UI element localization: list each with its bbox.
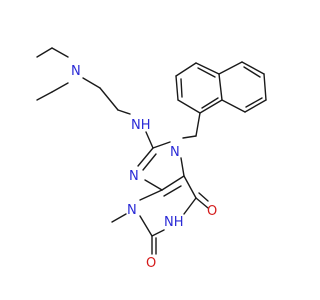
bond-n3-methyl <box>111 213 127 223</box>
bond-ch2-naph <box>195 112 201 137</box>
bond-c6-o6-b <box>198 192 209 202</box>
bond-c8-n7 <box>152 141 171 149</box>
bond-naph-d3 <box>201 97 219 109</box>
bond-n7-c5 <box>180 157 185 177</box>
bond-c4-n9 <box>144 179 163 191</box>
atom-n9: N <box>129 169 139 184</box>
naphthylmethyl-group <box>182 112 201 139</box>
bond-naph-d2 <box>197 67 216 78</box>
bond-naph-6 <box>199 99 223 114</box>
bond-nh-c8 <box>145 131 154 149</box>
bond-n-ch2 <box>82 77 101 89</box>
bond-ethyl1-ch3 <box>36 47 53 58</box>
bond-c6-o6-a <box>195 197 209 209</box>
bond-c5-c6 <box>183 175 197 199</box>
diethylamino-chain <box>36 47 154 149</box>
bond-c6-n1 <box>183 197 197 215</box>
molecule-structure-diagram: N NH N N N NH O O <box>36 47 267 271</box>
atom-o2: O <box>146 256 156 271</box>
bond-naph-7 <box>218 61 243 75</box>
bond-naph-5 <box>218 73 223 101</box>
bond-n9-c8-a <box>137 147 154 167</box>
bond-naph-1 <box>177 99 201 114</box>
atom-n1-h: NH <box>164 215 184 230</box>
bond-ethyl2-ch2 <box>51 82 69 93</box>
atom-n3: N <box>127 203 137 218</box>
bond-naph-d5 <box>245 97 263 108</box>
bond-c5-c4 <box>161 175 185 191</box>
atom-nh-linker: NH <box>131 118 151 133</box>
bond-naph-10 <box>244 99 267 113</box>
bond-naph-4 <box>195 62 220 75</box>
bond-naph-8 <box>241 61 265 75</box>
bond-naph-d4 <box>243 66 261 78</box>
naphthalene-ring <box>175 61 267 114</box>
bond-ch2-ch2 <box>99 87 119 111</box>
pyrimidine-ring <box>111 175 209 255</box>
atom-n-diethyl: N <box>71 64 81 79</box>
bond-ch2-nh <box>117 109 131 115</box>
bond-naph-11 <box>221 99 246 113</box>
atom-n7: N <box>170 145 180 160</box>
bond-naph-2 <box>175 75 179 101</box>
bond-n9-c8-b <box>142 153 157 171</box>
bond-ethyl1-ch2 <box>51 47 69 58</box>
atom-o6: O <box>207 204 217 219</box>
bond-n7-ch2 <box>182 135 197 139</box>
bond-naph-d1 <box>180 78 183 98</box>
bond-c2-n3 <box>139 215 153 237</box>
bond-naph-3 <box>175 62 197 77</box>
bond-ethyl2-ch3 <box>36 91 53 101</box>
bond-n3-c4 <box>139 189 163 201</box>
atom-labels: N NH N N N NH O O <box>71 64 217 271</box>
bond-c4-c5-inner <box>163 185 182 197</box>
bond-naph-9 <box>263 73 267 101</box>
bond-n1-c2 <box>151 229 165 237</box>
imidazole-ring <box>137 141 185 191</box>
